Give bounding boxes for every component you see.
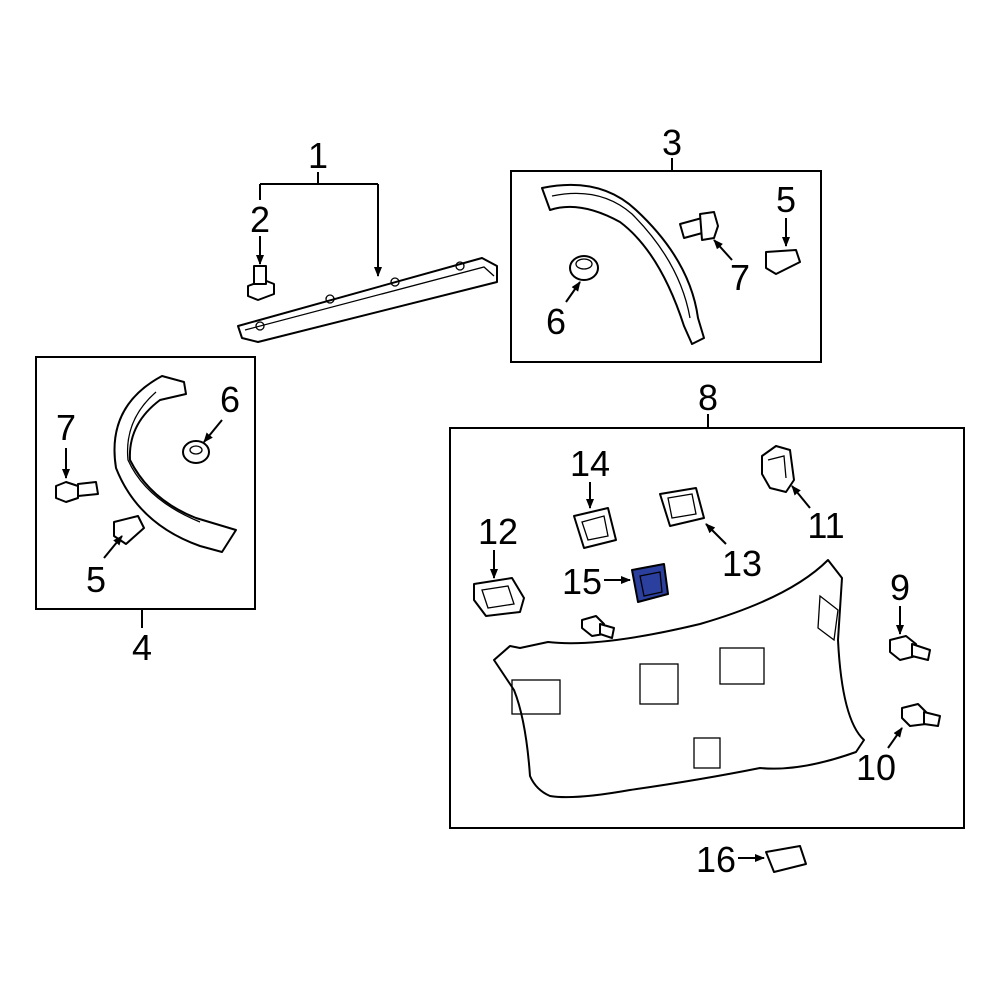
callout-labels: 1 2 3 4 5 5 6 6 7 7 8 9 10 11 12 13 14 1… bbox=[56, 122, 910, 880]
part-7-bolt-left bbox=[55, 481, 99, 503]
callout-14: 14 bbox=[570, 443, 610, 484]
callout-5-left: 5 bbox=[86, 559, 106, 600]
part-9-clip-center bbox=[581, 615, 615, 639]
group-box-4 bbox=[35, 356, 256, 610]
part-15-cover-highlighted bbox=[631, 563, 669, 603]
callout-16: 16 bbox=[696, 839, 736, 880]
group-box-3 bbox=[510, 170, 822, 363]
part-8-back-door-trim-panel bbox=[493, 559, 865, 799]
callout-7-left: 7 bbox=[56, 407, 76, 448]
callout-3: 3 bbox=[662, 122, 682, 163]
callout-9: 9 bbox=[890, 567, 910, 608]
callout-13: 13 bbox=[722, 543, 762, 584]
callout-10: 10 bbox=[856, 747, 896, 788]
callout-2: 2 bbox=[250, 199, 270, 240]
part-13-cover bbox=[659, 487, 705, 527]
callout-1: 1 bbox=[308, 135, 328, 176]
part-1-upper-garnish bbox=[237, 257, 498, 343]
callout-4: 4 bbox=[132, 627, 152, 668]
callout-11: 11 bbox=[807, 505, 844, 546]
callout-6-right: 6 bbox=[546, 301, 566, 342]
part-6-grommet-left bbox=[182, 440, 210, 464]
part-6-grommet-right bbox=[569, 255, 599, 281]
callout-12: 12 bbox=[478, 511, 518, 552]
part-5-clip-right bbox=[765, 249, 801, 275]
part-2-clip bbox=[247, 265, 275, 301]
part-12-cover bbox=[473, 577, 525, 617]
part-10-clip bbox=[901, 703, 941, 727]
callout-6-left: 6 bbox=[220, 379, 240, 420]
part-9-clip bbox=[889, 635, 931, 661]
leader-lines bbox=[62, 158, 904, 862]
part-3-pillar-garnish-right bbox=[541, 183, 705, 345]
part-11-cover bbox=[761, 445, 795, 493]
callout-15: 15 bbox=[562, 561, 602, 602]
callout-8: 8 bbox=[698, 377, 718, 418]
callout-5-right: 5 bbox=[776, 179, 796, 220]
part-16-cap bbox=[765, 845, 807, 873]
part-14-cover bbox=[573, 507, 617, 549]
callout-7-right: 7 bbox=[730, 257, 750, 298]
part-4-pillar-garnish-left bbox=[113, 375, 237, 553]
part-7-bolt-right bbox=[679, 211, 719, 241]
